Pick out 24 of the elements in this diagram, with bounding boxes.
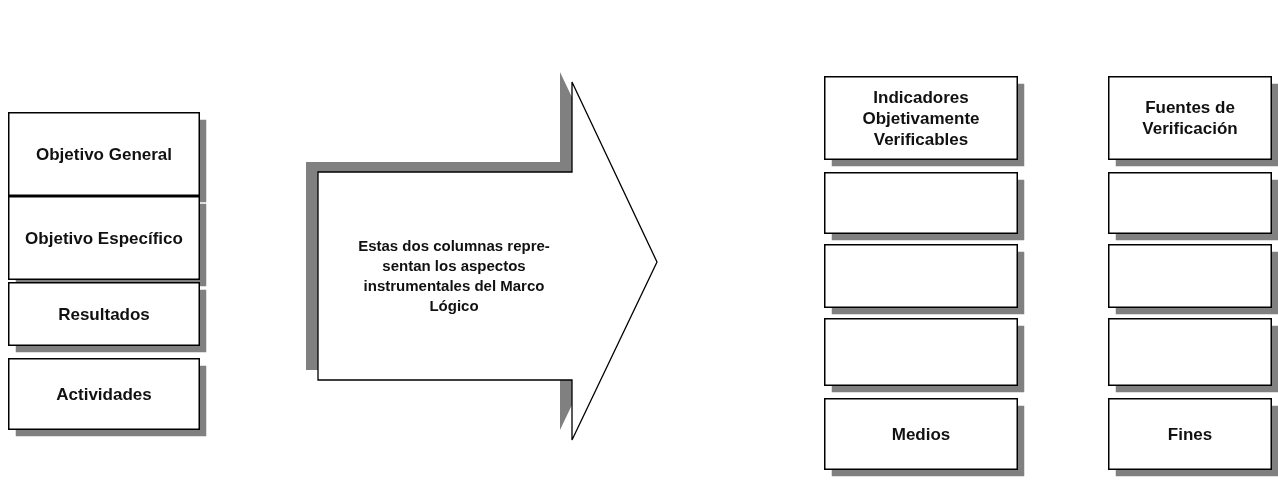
box-label: Fines bbox=[1167, 423, 1213, 445]
empty-box bbox=[1108, 318, 1278, 393]
box-label: Objetivo Específico bbox=[25, 227, 183, 249]
label-box bbox=[1108, 76, 1278, 167]
box-label: Objetivo General bbox=[35, 143, 172, 165]
label-box bbox=[8, 358, 207, 437]
box-label: Estas dos columnas repre-sentan los aspectos instrumentales del Marco Lógico bbox=[357, 236, 551, 316]
box-label: Fuentes de Verificación bbox=[1141, 97, 1239, 139]
empty-box bbox=[824, 318, 1025, 393]
empty-box bbox=[824, 244, 1025, 315]
box-label: Resultados bbox=[58, 303, 150, 325]
box-label: Actividades bbox=[56, 383, 152, 405]
label-box bbox=[824, 398, 1025, 477]
empty-box bbox=[824, 172, 1025, 241]
label-box bbox=[8, 112, 207, 203]
label-box bbox=[824, 76, 1025, 167]
box-label: Indicadores Objetivamente Verificables bbox=[861, 86, 981, 150]
empty-box bbox=[1108, 244, 1278, 315]
empty-box bbox=[1108, 172, 1278, 241]
label-box bbox=[1108, 398, 1278, 477]
block-arrow bbox=[306, 72, 658, 442]
label-box bbox=[8, 282, 207, 353]
box-label: Medios bbox=[891, 423, 951, 445]
label-box bbox=[8, 196, 207, 287]
